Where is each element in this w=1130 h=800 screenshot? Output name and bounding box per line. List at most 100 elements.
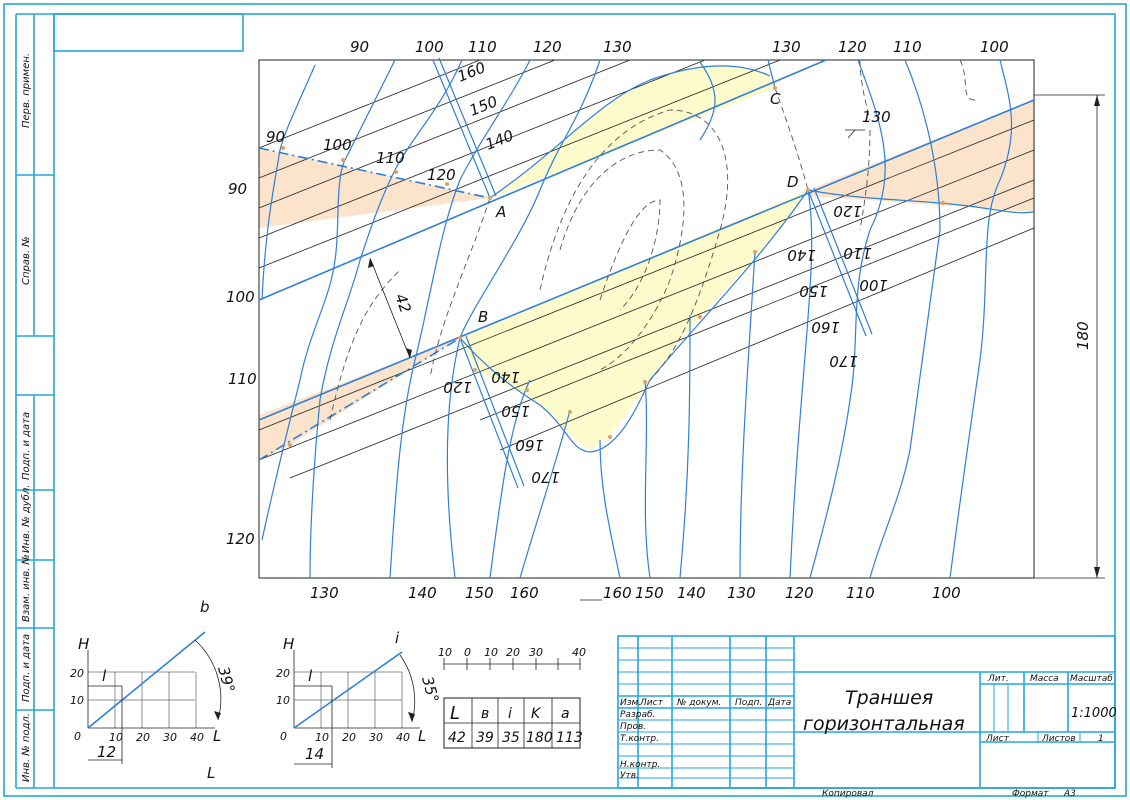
- tb-scale-head: Масштаб: [1070, 674, 1113, 684]
- top-number: 110: [468, 38, 497, 56]
- top-number: 130: [603, 38, 632, 56]
- side-stamp-strip: [15, 13, 54, 789]
- tb-sheets: Листов: [1041, 734, 1076, 744]
- graph-i-small-l: l: [308, 667, 313, 685]
- top-number: 120: [838, 38, 867, 56]
- scale-tick: 0: [464, 646, 471, 659]
- tb-role: Т.контр.: [620, 734, 659, 744]
- height-label: 180: [1074, 321, 1092, 350]
- tick: 30: [369, 731, 383, 744]
- graph-i-letter: i: [395, 629, 400, 647]
- tb-copied: Копировал: [822, 789, 874, 799]
- stamp-label: Справ. №: [21, 236, 32, 285]
- tb-format-label: Формат: [1012, 789, 1049, 799]
- graph-i-angle: 35°: [418, 674, 442, 704]
- param-header: K: [531, 706, 542, 722]
- graph-b-axis-y: H: [78, 635, 89, 653]
- plan-frame: [258, 59, 1035, 579]
- slope-label: 140: [491, 368, 520, 386]
- bottom-number: 110: [846, 584, 875, 602]
- row-label: 120: [427, 166, 456, 184]
- width-dimension: [369, 257, 411, 359]
- tb-mass: Масса: [1030, 674, 1059, 684]
- tb-title-1: Траншея: [845, 687, 933, 709]
- top-number: 130: [772, 38, 801, 56]
- tick: 20: [342, 731, 356, 744]
- slope-label: 120: [443, 378, 472, 396]
- slope-label: 140: [483, 126, 516, 153]
- tb-role: Н.контр.: [620, 760, 660, 770]
- scale-tick: 10: [438, 646, 452, 659]
- tick: 20: [276, 667, 290, 680]
- slope-label: 120: [833, 202, 862, 220]
- top-number: 120: [533, 38, 562, 56]
- tick: 30: [163, 731, 177, 744]
- graph-b-small-l: l: [102, 667, 107, 685]
- tick: 10: [109, 731, 123, 744]
- param-header: i: [508, 706, 512, 722]
- scale-tick: 20: [506, 646, 520, 659]
- slope-label: 140: [787, 246, 816, 264]
- tb-head: Дата: [767, 698, 791, 708]
- tick: 0: [280, 730, 287, 743]
- slope-label: 150: [467, 92, 500, 119]
- param-value: 180: [526, 730, 553, 746]
- graph-i-axis-x: L: [418, 727, 426, 745]
- bottom-number: 140: [408, 584, 437, 602]
- top-number: 90: [350, 38, 369, 56]
- top-number: 100: [415, 38, 444, 56]
- tb-title-2: горизонтальная: [803, 713, 965, 735]
- slope-label: 150: [799, 282, 828, 300]
- row-label: 110: [376, 149, 405, 167]
- main-drawing: [258, 57, 1105, 601]
- slope-label: 110: [843, 244, 872, 262]
- bottom-number: 130: [310, 584, 339, 602]
- title-block: [617, 635, 1116, 789]
- slope-label: 170: [829, 352, 858, 370]
- tb-head: № докум.: [676, 698, 721, 708]
- graph-b-below: L: [207, 764, 215, 782]
- tick: 10: [276, 694, 290, 707]
- bottom-number: 150: [635, 584, 664, 602]
- slope-label: 160: [811, 318, 840, 336]
- stamp-label: Подп. и дата: [21, 412, 32, 480]
- point-c: C: [770, 90, 781, 108]
- param-value: 42: [448, 730, 466, 746]
- tb-scale: 1:1000: [1071, 706, 1117, 721]
- row-label: 100: [323, 136, 352, 154]
- graph-b-axis-x: L: [213, 727, 221, 745]
- top-left-stamp: [53, 13, 244, 52]
- graph-b: [87, 631, 222, 764]
- outer-frame: [3, 3, 1127, 797]
- param-value: 113: [556, 730, 583, 746]
- slope-label: 100: [859, 276, 888, 294]
- fill-cut-upper-right: [808, 100, 1034, 212]
- width-label: 42: [391, 291, 414, 315]
- tb-sheet: Лист: [985, 734, 1010, 744]
- graph-b-angle: 39°: [214, 664, 238, 694]
- slope-label: 170: [531, 468, 560, 486]
- section-label: 130: [862, 108, 891, 126]
- tick: 10: [315, 731, 329, 744]
- tb-lit: Лит.: [987, 674, 1009, 684]
- param-value: 35: [502, 730, 520, 746]
- tb-format: А3: [1063, 789, 1076, 799]
- tick: 20: [136, 731, 150, 744]
- slope-label: 150: [501, 402, 530, 420]
- param-value: 39: [476, 730, 494, 746]
- tb-role: Пров.: [620, 722, 646, 732]
- bottom-number: 160: [510, 584, 539, 602]
- param-header: L: [450, 703, 460, 724]
- graph-i-axis-y: H: [283, 635, 294, 653]
- stamp-label: Взам. инв. №: [21, 554, 32, 622]
- tb-head: Лист: [639, 698, 664, 708]
- graph-b-dim: 12: [97, 743, 116, 761]
- param-header: a: [561, 706, 570, 722]
- point-a: A: [495, 203, 506, 221]
- scale-tick: 40: [572, 646, 586, 659]
- point-d: D: [787, 173, 799, 191]
- bottom-number: 160: [603, 584, 632, 602]
- fill-cut-lower-left: [259, 338, 460, 460]
- scale-tick: 10: [484, 646, 498, 659]
